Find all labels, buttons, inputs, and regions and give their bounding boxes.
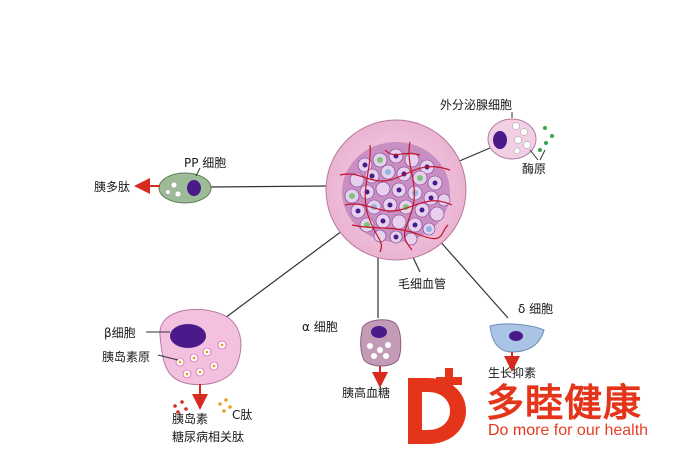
connector-delta (429, 229, 509, 319)
brand-name: 多睦健康 (486, 380, 643, 425)
proinsulin-label: 胰岛素原 (102, 350, 151, 364)
insulin-label: 胰岛素 (172, 412, 209, 426)
connector-beta (224, 224, 351, 319)
brand-logo (408, 368, 466, 444)
islet-of-langerhans (325, 119, 467, 261)
capillary-label: 毛细血管 (398, 277, 447, 291)
capillary-network (339, 141, 453, 253)
delta-cell (489, 323, 545, 372)
exocrine-cell-label: 外分泌腺细胞 (440, 98, 513, 112)
alpha-cell-label: α 细胞 (302, 320, 338, 334)
connector-pp (209, 185, 331, 188)
alpha-cell (360, 319, 402, 388)
beta-cell-label: β细胞 (104, 326, 136, 340)
brand-slogan-rest: re for our health (535, 422, 649, 439)
brand-slogan: Do more for our health (488, 422, 648, 440)
pp-cell-label: PP 细胞 (184, 156, 227, 170)
islet-cell-cluster (339, 141, 453, 253)
pp-cell (134, 167, 212, 204)
exocrine-cell (487, 112, 554, 161)
c-peptide-label: C肽 (232, 408, 253, 422)
pancreatic-polypeptide-label: 胰多肽 (94, 180, 131, 194)
somatostatin-label: 生长抑素 (488, 366, 537, 380)
diabetes-peptide-label: 糖尿病相关肽 (172, 430, 245, 444)
delta-cell-label: δ 细胞 (518, 302, 554, 316)
beta-cell (146, 308, 242, 414)
glucagon-label: 胰高血糖 (342, 386, 391, 400)
brand-slogan-do: Do mo (488, 422, 536, 439)
enzymogen-label: 酶原 (522, 162, 547, 176)
